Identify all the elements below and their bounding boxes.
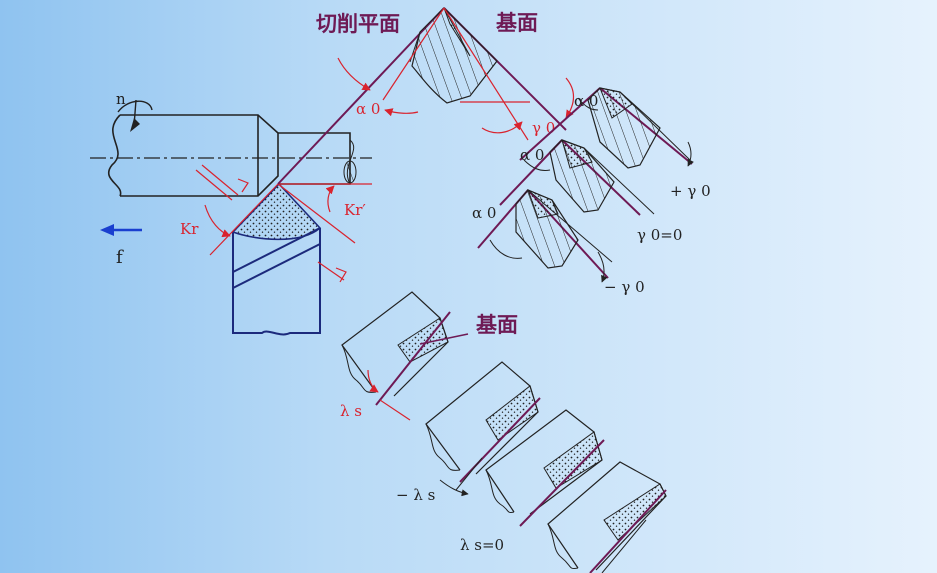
- kr-prime-label: Kr′: [344, 201, 366, 219]
- rake-angle-section-negative: α 0 − γ 0: [472, 189, 645, 296]
- inclination-tool-1: 基面 λ s: [340, 291, 518, 421]
- inclination-tool-3: λ s=0: [460, 409, 605, 554]
- alpha0-label-a: α 0: [574, 92, 598, 110]
- turning-tool: Kr Kr′: [180, 164, 372, 336]
- gamma0-zero-label: γ 0=0: [637, 226, 682, 244]
- lambda-s-zero-label: λ s=0: [460, 536, 504, 554]
- minus-lambda-s-label: − λ s: [396, 486, 435, 504]
- lambda-s-label: λ s: [340, 402, 362, 420]
- section-main: 切削平面 基面 α 0 γ 0: [277, 7, 575, 185]
- inclination-tool-4: [547, 461, 667, 573]
- rake-angle-section-positive: α 0 + γ 0: [519, 87, 711, 200]
- plus-gamma0-label: + γ 0: [670, 182, 711, 200]
- gamma0-main-label: γ 0: [532, 119, 555, 137]
- minus-gamma0-label: − γ 0: [604, 278, 645, 296]
- kr-label: Kr: [180, 220, 199, 238]
- inclination-tool-2: − λ s: [396, 361, 541, 504]
- alpha0-main-label: α 0: [356, 100, 380, 118]
- rake-angle-section-zero: α 0 γ 0=0: [499, 139, 682, 244]
- cutting-plane-label: 切削平面: [316, 12, 400, 36]
- workpiece: n f: [90, 90, 372, 268]
- alpha0-label-c: α 0: [472, 204, 496, 222]
- alpha0-label-b: α 0: [520, 146, 544, 164]
- feed-label-f: f: [116, 247, 124, 268]
- base-plane-label-bottom: 基面: [476, 313, 518, 337]
- rotation-label-n: n: [116, 90, 126, 108]
- base-plane-label-top: 基面: [496, 11, 538, 35]
